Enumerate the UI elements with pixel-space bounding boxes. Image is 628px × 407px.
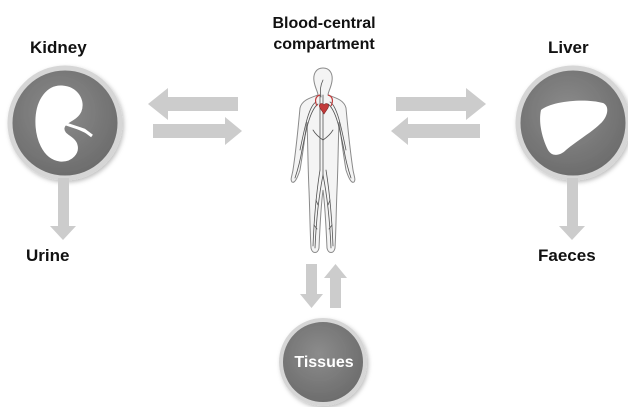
arrow-kidney-to-blood	[153, 117, 242, 145]
blood-label-line2: compartment	[244, 34, 404, 55]
blood-label-line1: Blood-central	[244, 13, 404, 34]
blood-central-compartment-label: Blood-central compartment	[244, 13, 404, 55]
arrow-blood-to-liver	[396, 88, 486, 120]
kidney-label: Kidney	[30, 38, 87, 58]
arrow-blood-to-kidney	[148, 88, 238, 120]
urine-label: Urine	[26, 246, 69, 266]
arrow-tissues-to-blood	[324, 264, 347, 308]
human-circulatory-system-icon	[291, 68, 355, 253]
liver-label: Liver	[548, 38, 589, 58]
tissues-label: Tissues	[279, 354, 369, 372]
arrow-liver-to-faeces	[559, 178, 585, 240]
faeces-label: Faeces	[538, 246, 596, 266]
arrow-kidney-to-urine	[50, 178, 76, 240]
arrow-blood-to-tissues	[300, 264, 323, 308]
arrow-liver-to-blood	[391, 117, 480, 145]
